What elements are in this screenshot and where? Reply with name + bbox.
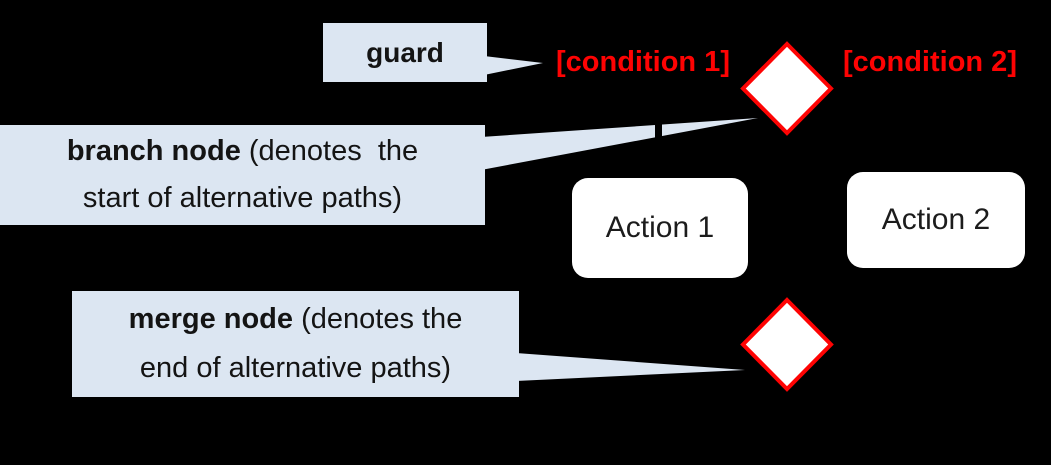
merge-node-diamond [740,297,834,392]
guard-callout: guard [323,23,487,82]
branch-callout-line2: start of alternative paths) [82,182,403,214]
branch-callout-line1: branch node (denotes the [0,128,485,175]
branch-callout-term: branch node [66,135,241,167]
merge-callout-pointer [516,353,745,381]
condition-1-label: [condition 1] [556,46,730,78]
condition-2-label: [condition 2] [843,46,1017,78]
branch-node-diamond [740,41,834,136]
guard-callout-pointer [484,56,543,75]
action-2-node: Action 2 [847,172,1025,268]
merge-callout-term: merge node [128,303,294,335]
merge-callout-line1-rest: (denotes the [293,303,463,335]
guard-callout-label: guard [366,37,444,68]
edge-tick [655,122,662,139]
action-1-label: Action 1 [605,211,715,244]
branch-callout-line1-rest: (denotes the [240,135,419,167]
merge-node-callout: merge node (denotes the end of alternati… [72,291,519,397]
branch-node-callout: branch node (denotes the start of altern… [0,125,485,225]
branch-callout-pointer [481,118,758,170]
action-1-node: Action 1 [572,178,748,278]
merge-callout-line1: merge node (denotes the [72,295,519,344]
action-2-label: Action 2 [881,203,991,236]
merge-callout-line2: end of alternative paths) [139,352,452,384]
